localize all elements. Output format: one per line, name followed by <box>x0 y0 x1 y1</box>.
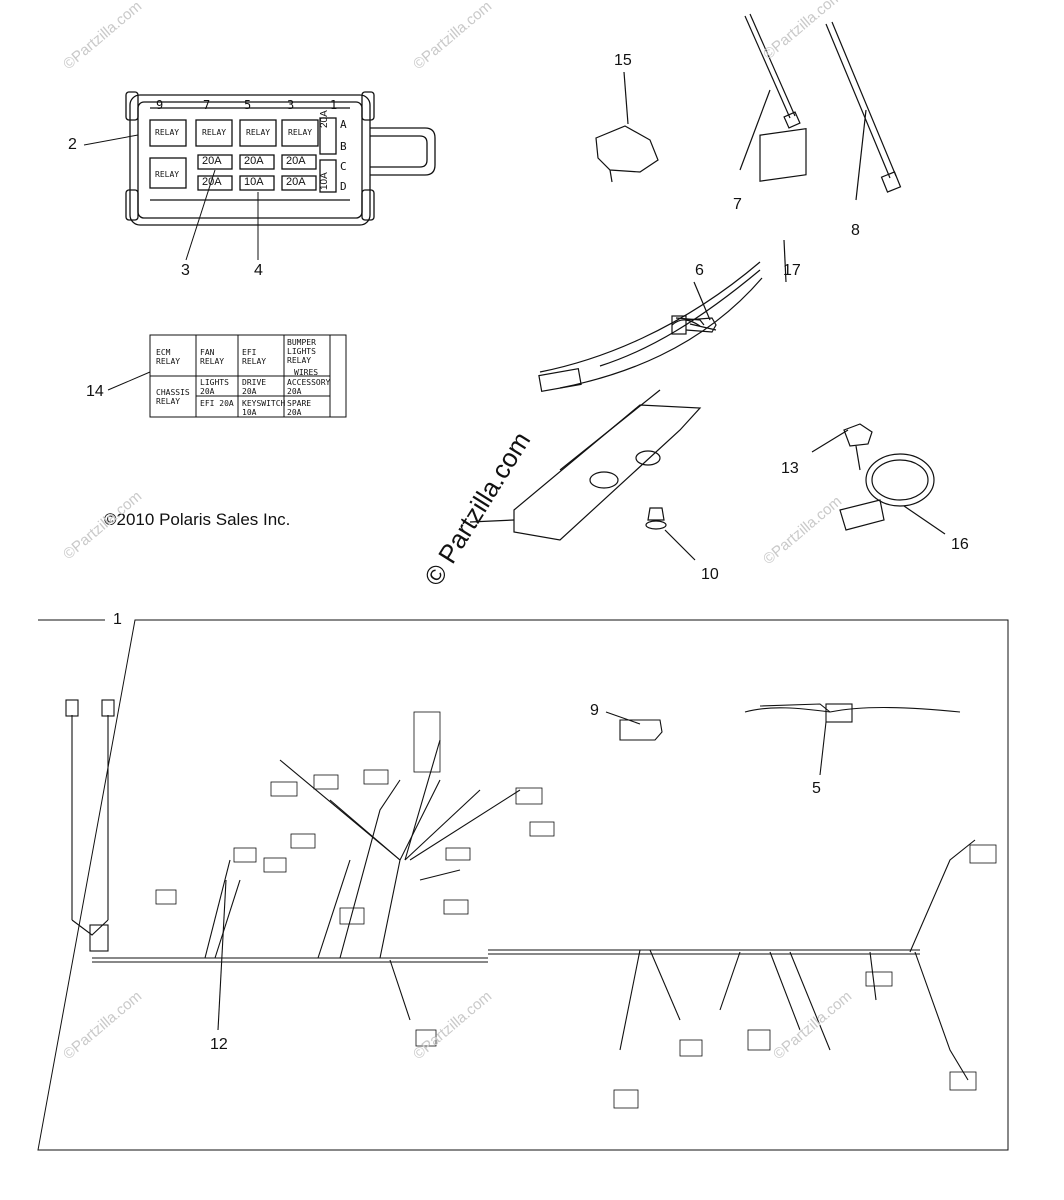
card-efi-relay: EFI RELAY <box>242 348 267 366</box>
fuse-box-relay-2: RELAY <box>202 128 227 137</box>
svg-text:D: D <box>340 180 347 193</box>
card-ecm-relay: ECM RELAY <box>156 348 181 366</box>
fuse-20a-5: 20A <box>286 176 306 188</box>
fuse-20a-2: 20A <box>244 155 264 167</box>
callout-5: 5 <box>812 780 821 797</box>
callout-9: 9 <box>590 702 599 719</box>
callout-17: 17 <box>783 262 801 279</box>
fuse-20a-4: 20A <box>202 176 222 188</box>
callout-6: 6 <box>695 262 704 279</box>
fuse-box-relay-1: RELAY <box>155 128 180 137</box>
clamp-16 <box>839 453 946 535</box>
callout-10: 10 <box>701 566 719 583</box>
fuse-box-relay-5: RELAY <box>155 170 180 179</box>
svg-text:7: 7 <box>203 98 210 112</box>
harness-tags <box>155 711 997 1109</box>
copyright-text: ©2010 Polaris Sales Inc. <box>104 510 291 529</box>
svg-text:3: 3 <box>287 98 294 112</box>
svg-text:9: 9 <box>156 98 163 112</box>
fuse-side-10a: 10A <box>319 172 330 190</box>
svg-text:1: 1 <box>330 98 337 112</box>
callout-7: 7 <box>733 196 742 213</box>
bolt-13 <box>811 423 873 471</box>
fuse-20a-3: 20A <box>286 155 306 167</box>
card-efi: EFI 20A <box>200 399 234 408</box>
connector-15 <box>595 71 659 183</box>
card-keyswitch: KEYSWITCH 10A <box>242 399 286 417</box>
card-fan-relay: FAN RELAY <box>200 348 225 366</box>
svg-text:B: B <box>340 140 347 153</box>
cable-tie-8 <box>825 21 902 201</box>
fuse-side-20a: 20A <box>319 110 330 128</box>
card-accessory: ACCESSORY 20A <box>287 378 331 396</box>
svg-text:5: 5 <box>244 98 251 112</box>
callout-4: 4 <box>254 262 263 279</box>
card-bumper-relay: BUMPER LIGHTS RELAY <box>287 338 316 365</box>
fuse-box-relay-3: RELAY <box>246 128 271 137</box>
callout-1: 1 <box>113 611 122 628</box>
harness-frame <box>37 619 1009 1151</box>
screw-10 <box>645 507 696 561</box>
callout-8: 8 <box>851 222 860 239</box>
callout-16: 16 <box>951 536 969 553</box>
card-lights: LIGHTS 20A <box>200 378 229 396</box>
svg-text:C: C <box>340 160 347 173</box>
bolt-6 <box>671 315 717 335</box>
card-drive: DRIVE 20A <box>242 378 267 396</box>
callout-14: 14 <box>86 383 104 400</box>
fuse-label-card <box>107 334 347 418</box>
fuse-10a-1: 10A <box>244 176 264 188</box>
svg-text:A: A <box>340 118 347 131</box>
main-harness <box>65 699 976 1081</box>
card-wires: WIRES <box>294 368 319 377</box>
harness-17 <box>538 128 807 393</box>
callout-3: 3 <box>181 262 190 279</box>
fuse-20a-1: 20A <box>202 155 222 167</box>
cable-tie-7 <box>739 13 801 171</box>
callout-2: 2 <box>68 136 77 153</box>
card-spare: SPARE 20A <box>287 399 312 417</box>
callout-12: 12 <box>210 1036 228 1053</box>
bracket <box>469 389 702 541</box>
callout-13: 13 <box>781 460 799 477</box>
card-chassis-relay: CHASSIS RELAY <box>156 388 190 406</box>
fuse-box-relay-4: RELAY <box>288 128 313 137</box>
callout-15: 15 <box>614 52 632 69</box>
fuse-box <box>125 91 436 226</box>
